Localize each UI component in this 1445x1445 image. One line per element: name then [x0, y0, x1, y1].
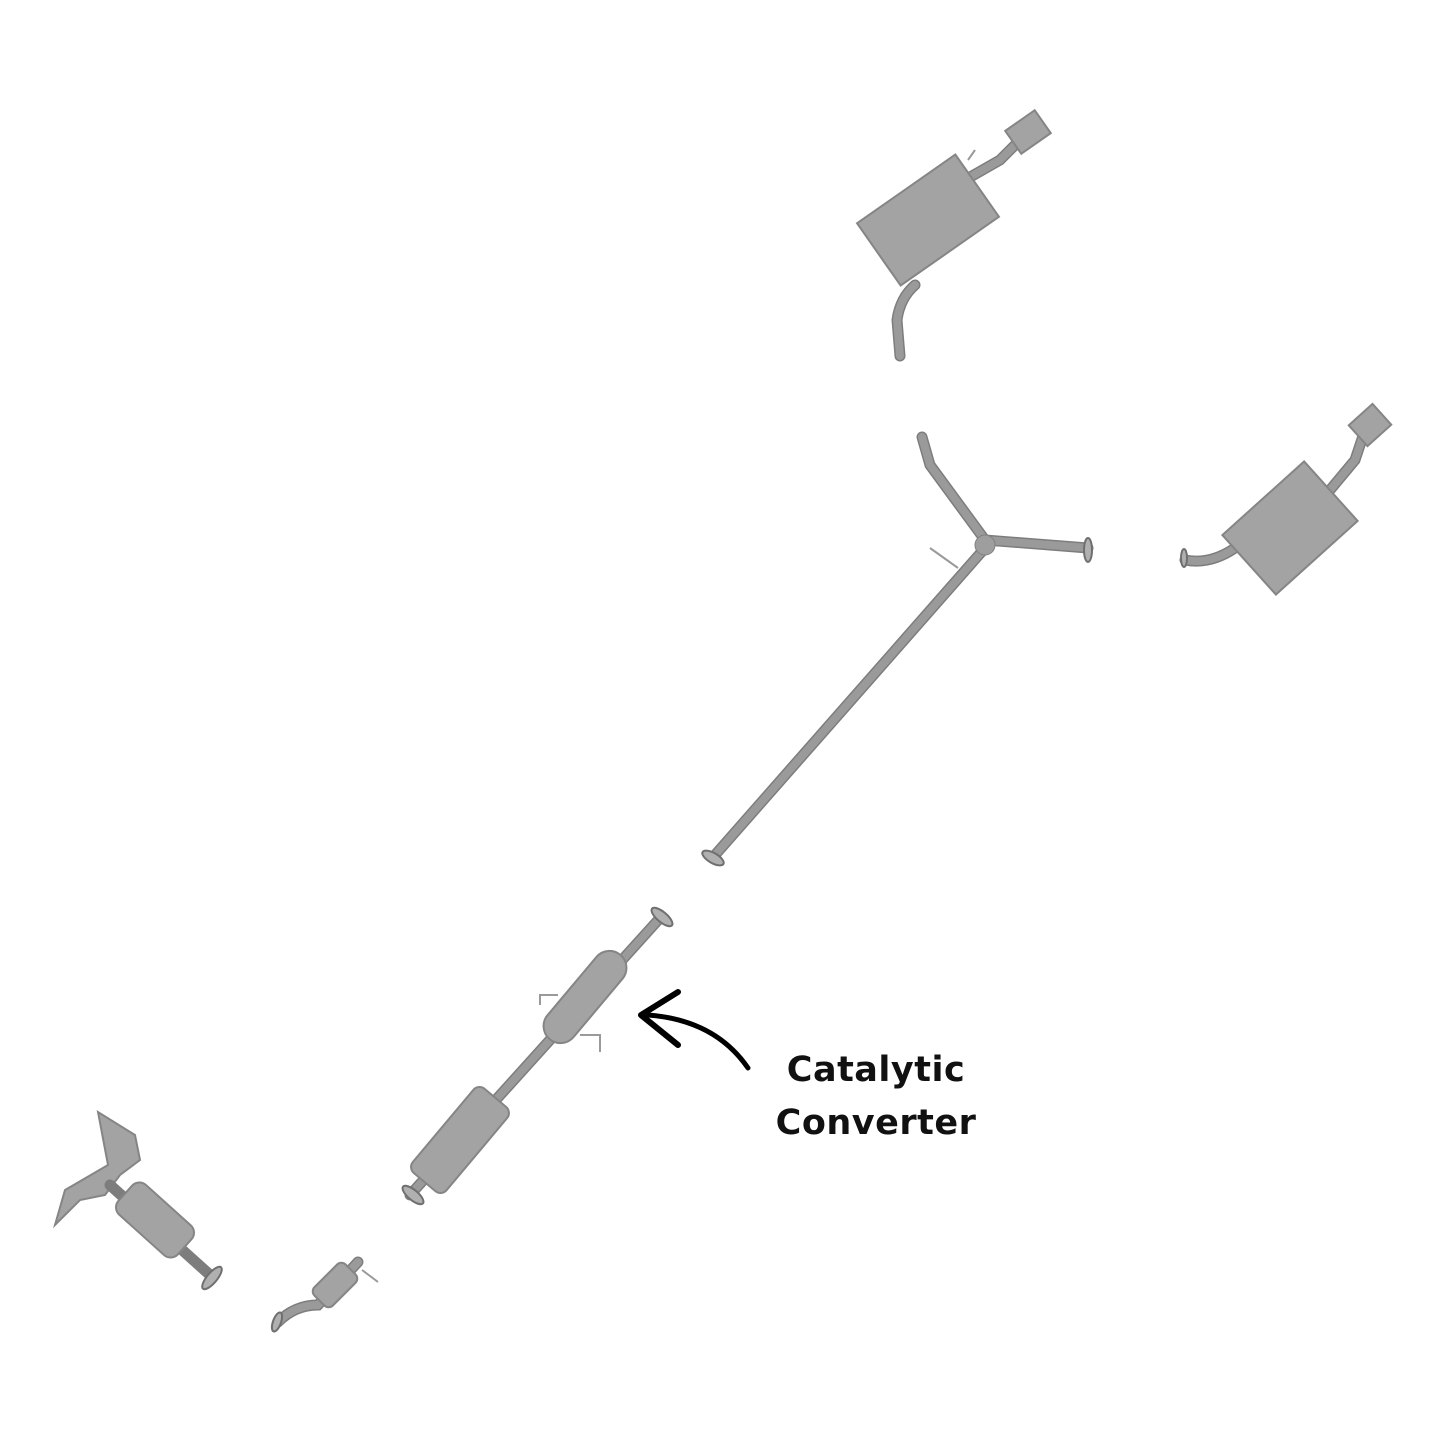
front-pipe-converter: [270, 1256, 379, 1333]
rear-muffler-right: [1179, 402, 1393, 596]
callout-label-line1: Catalytic: [786, 1050, 966, 1090]
catalytic-converter-assembly: [401, 906, 674, 1206]
rear-muffler-upper: [855, 108, 1053, 362]
callout-label-line2: Converter: [775, 1103, 977, 1143]
arrow-icon: [638, 989, 751, 1071]
exhaust-manifold: [52, 1109, 223, 1291]
y-pipe: [701, 431, 1094, 867]
